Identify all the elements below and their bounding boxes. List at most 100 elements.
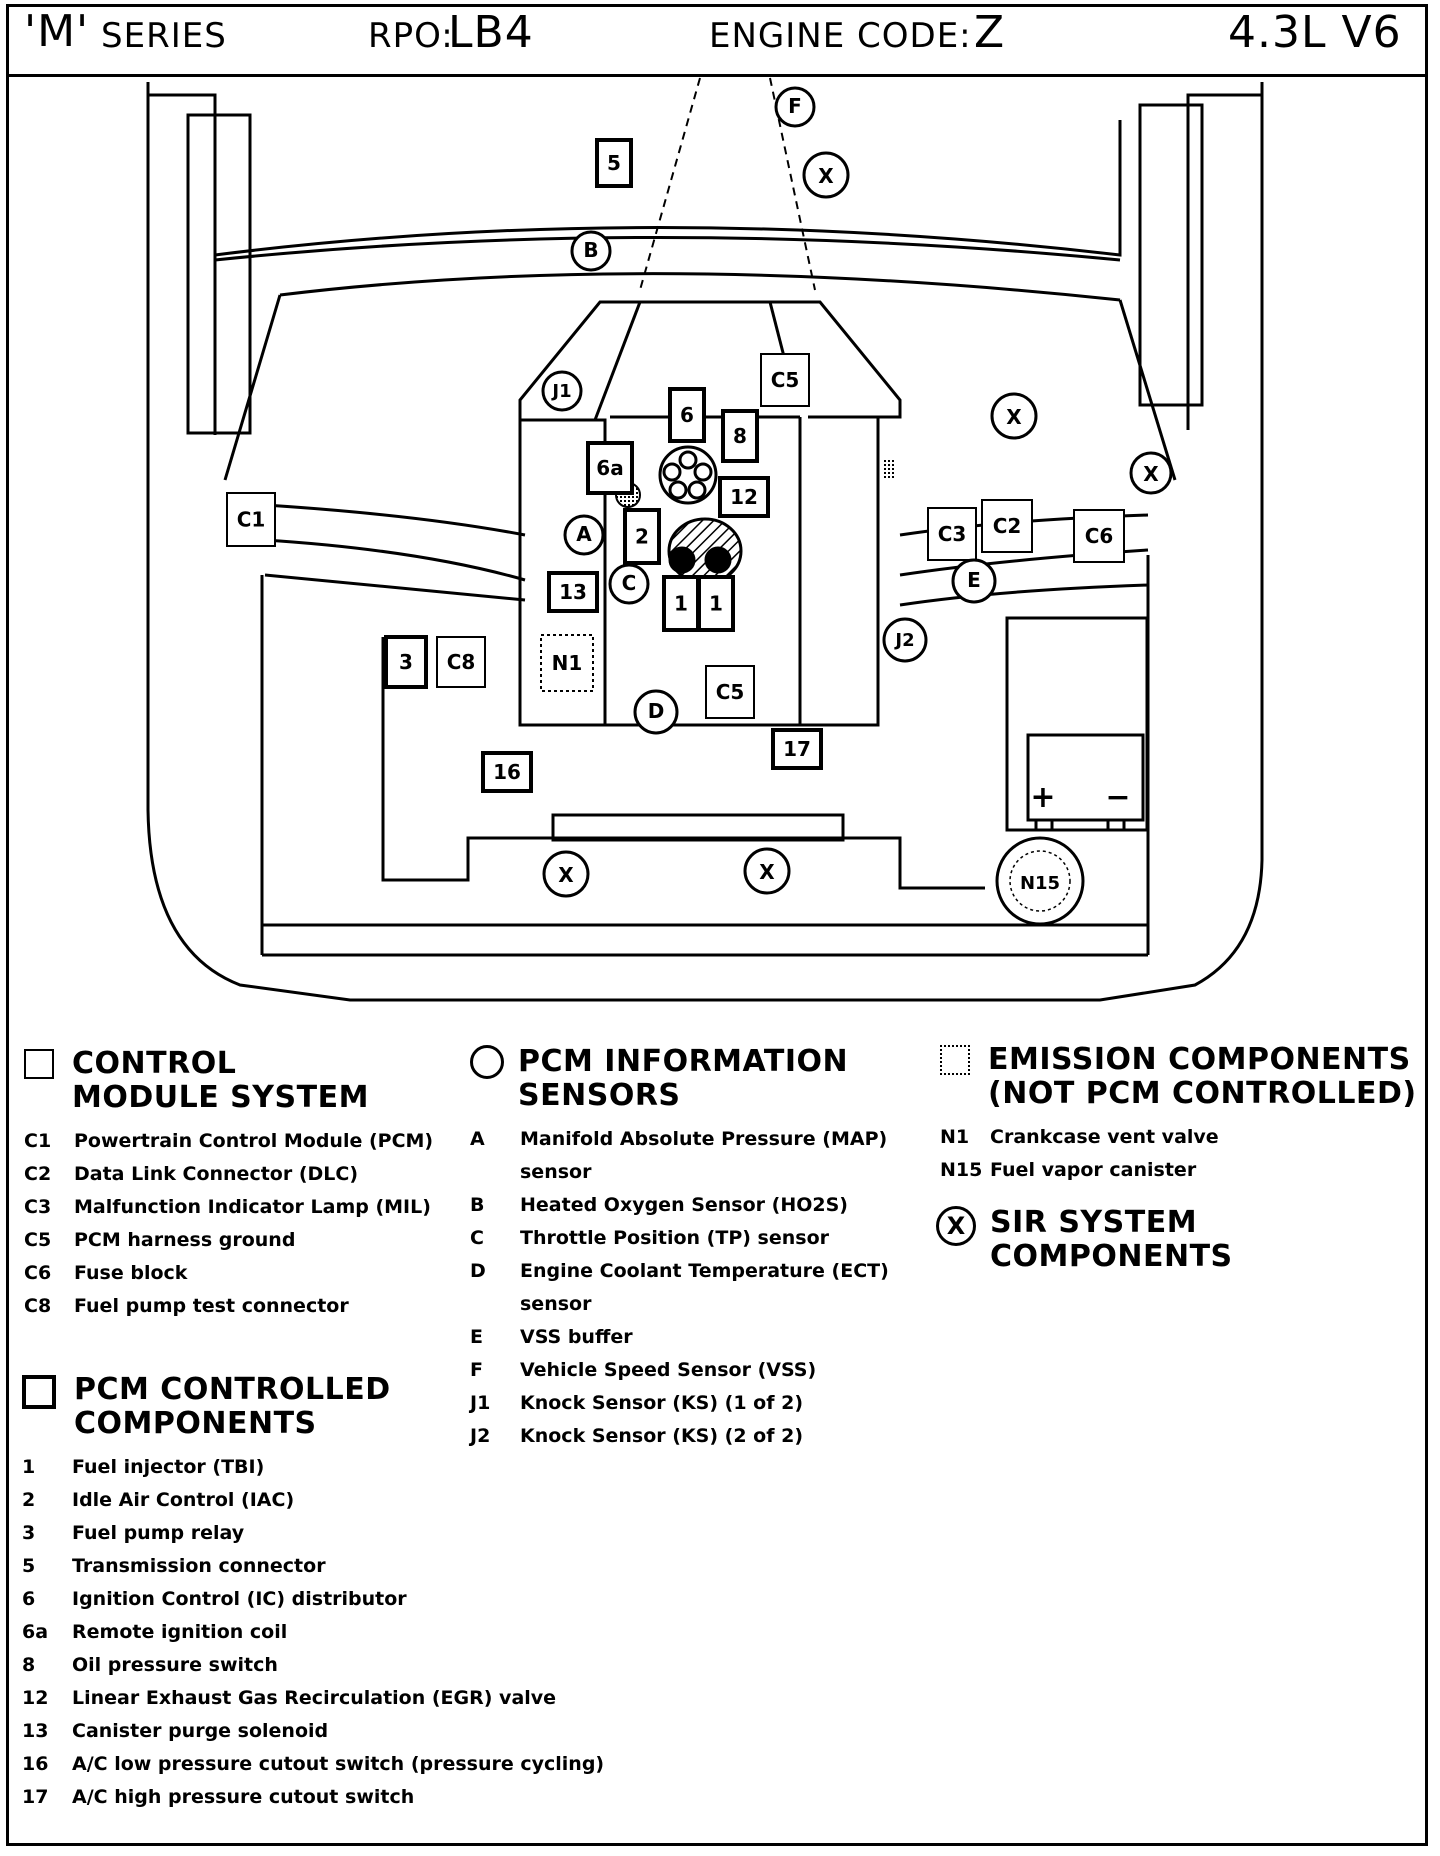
diagram-label-c6: C6 bbox=[1073, 509, 1125, 563]
diagram-label-c5-bottom: C5 bbox=[705, 665, 755, 719]
diagram-label-item-12: 12 bbox=[718, 476, 770, 518]
circle-symbol bbox=[470, 1045, 504, 1079]
diagram-label-text: X bbox=[818, 164, 834, 188]
legend-item-code: 6a bbox=[22, 1621, 49, 1643]
diagram-label-text: B bbox=[583, 238, 598, 262]
legend-item-code: 3 bbox=[22, 1522, 36, 1544]
legend-item-text: Canister purge solenoid bbox=[72, 1720, 329, 1742]
diagram-label-text: X bbox=[1006, 405, 1022, 429]
diagram-label-sensor-f: F bbox=[774, 86, 816, 128]
diagram-label-text: X bbox=[558, 863, 574, 887]
legend-item-text: Fuse block bbox=[74, 1262, 188, 1284]
legend-item-code: C2 bbox=[24, 1163, 52, 1185]
distributor-cap bbox=[658, 445, 718, 505]
legend-item-code: 2 bbox=[22, 1489, 36, 1511]
diagram-label-text: X bbox=[759, 860, 775, 884]
legend-item-code: N1 bbox=[940, 1126, 970, 1148]
legend-title: SIR SYSTEM COMPONENTS bbox=[990, 1205, 1233, 1274]
diagram-label-text: 12 bbox=[730, 485, 758, 509]
diagram-label-item-3: 3 bbox=[384, 635, 428, 689]
legend-item-code: E bbox=[470, 1326, 483, 1348]
legend-item-code: 17 bbox=[22, 1786, 49, 1808]
legend-item-code: 8 bbox=[22, 1654, 36, 1676]
knock-sensor-mount bbox=[882, 458, 894, 480]
legend-item-code: C bbox=[470, 1227, 484, 1249]
legend-item: C2 Data Link Connector (DLC) bbox=[24, 1158, 433, 1191]
legend-item-text: Data Link Connector (DLC) bbox=[74, 1163, 359, 1185]
legend-item-code: C1 bbox=[24, 1130, 52, 1152]
diagram-label-text: F bbox=[788, 94, 802, 118]
diagram-label-text: C5 bbox=[771, 368, 800, 392]
legend-title: EMISSION COMPONENTS (NOT PCM CONTROLLED) bbox=[988, 1042, 1417, 1111]
legend-item-text: Fuel pump test connector bbox=[74, 1295, 349, 1317]
diagram-label-text: 1 bbox=[674, 592, 688, 616]
rpo-value: LB4 bbox=[448, 7, 534, 58]
rpo-label: RPO: bbox=[368, 16, 454, 56]
diagram-label-item-1b: 1 bbox=[697, 575, 735, 632]
thin-square-symbol bbox=[24, 1049, 54, 1079]
battery-plus-terminal: + bbox=[1030, 780, 1055, 815]
legend-item-text: Remote ignition coil bbox=[72, 1621, 288, 1643]
legend-item-code: 1 bbox=[22, 1456, 36, 1478]
vehicle-outline bbox=[146, 82, 1264, 1002]
legend-item-code: C5 bbox=[24, 1229, 52, 1251]
legend-title: CONTROL MODULE SYSTEM bbox=[72, 1046, 369, 1115]
diagram-label-sensor-d: D bbox=[633, 689, 679, 735]
diagram-label-text: D bbox=[648, 699, 665, 723]
legend-item-code: A bbox=[470, 1128, 485, 1150]
legend-item-text: Transmission connector bbox=[72, 1555, 326, 1577]
injector-port-left bbox=[668, 546, 696, 574]
diagram-label-text: C bbox=[622, 571, 637, 595]
diagram-label-text: 5 bbox=[607, 151, 621, 175]
dotted-square-symbol bbox=[940, 1045, 970, 1075]
legend-item: sensor bbox=[470, 1156, 889, 1189]
diagram-label-n15: N15 bbox=[995, 836, 1085, 926]
diagram-label-text: N15 bbox=[1020, 873, 1060, 894]
diagram-label-text: C8 bbox=[447, 650, 476, 674]
engine-code-label: ENGINE CODE: bbox=[709, 16, 972, 56]
legend-item-text: A/C low pressure cutout switch (pressure… bbox=[72, 1753, 605, 1775]
legend-item: 6a Remote ignition coil bbox=[22, 1616, 604, 1649]
diagram-label-item-6a: 6a bbox=[586, 441, 634, 495]
legend-item-text: sensor bbox=[520, 1293, 592, 1315]
legend-item-text: sensor bbox=[520, 1161, 592, 1183]
diagram-label-text: C5 bbox=[716, 680, 745, 704]
diagram-label-c3: C3 bbox=[927, 507, 977, 561]
displacement: 4.3L V6 bbox=[1228, 7, 1402, 58]
diagram-label-c8: C8 bbox=[436, 636, 486, 688]
diagram-label-item-1a: 1 bbox=[662, 575, 700, 632]
diagram-label-text: 17 bbox=[783, 737, 811, 761]
legend-title: PCM CONTROLLED COMPONENTS bbox=[74, 1372, 391, 1441]
legend-item-text: Throttle Position (TP) sensor bbox=[520, 1227, 830, 1249]
legend-item-code: F bbox=[470, 1359, 483, 1381]
diagram-label-text: 6 bbox=[680, 403, 694, 427]
legend-item-code: 16 bbox=[22, 1753, 49, 1775]
diagram-label-text: A bbox=[576, 522, 592, 546]
legend-item-code: D bbox=[470, 1260, 486, 1282]
diagram-label-sensor-j2: J2 bbox=[882, 617, 928, 663]
legend-item-text: Knock Sensor (KS) (1 of 2) bbox=[520, 1392, 804, 1414]
legend-item-code: 13 bbox=[22, 1720, 49, 1742]
diagram-label-sir: X bbox=[1129, 451, 1173, 495]
battery-minus-terminal: − bbox=[1105, 780, 1130, 815]
legend-item-code bbox=[470, 1288, 520, 1321]
legend-item: 16 A/C low pressure cutout switch (pressu… bbox=[22, 1748, 604, 1781]
legend-item-text: Linear Exhaust Gas Recirculation (EGR) v… bbox=[72, 1687, 557, 1709]
diagram-label-sir: X bbox=[802, 151, 850, 199]
diagram-label-text: C1 bbox=[237, 508, 266, 532]
